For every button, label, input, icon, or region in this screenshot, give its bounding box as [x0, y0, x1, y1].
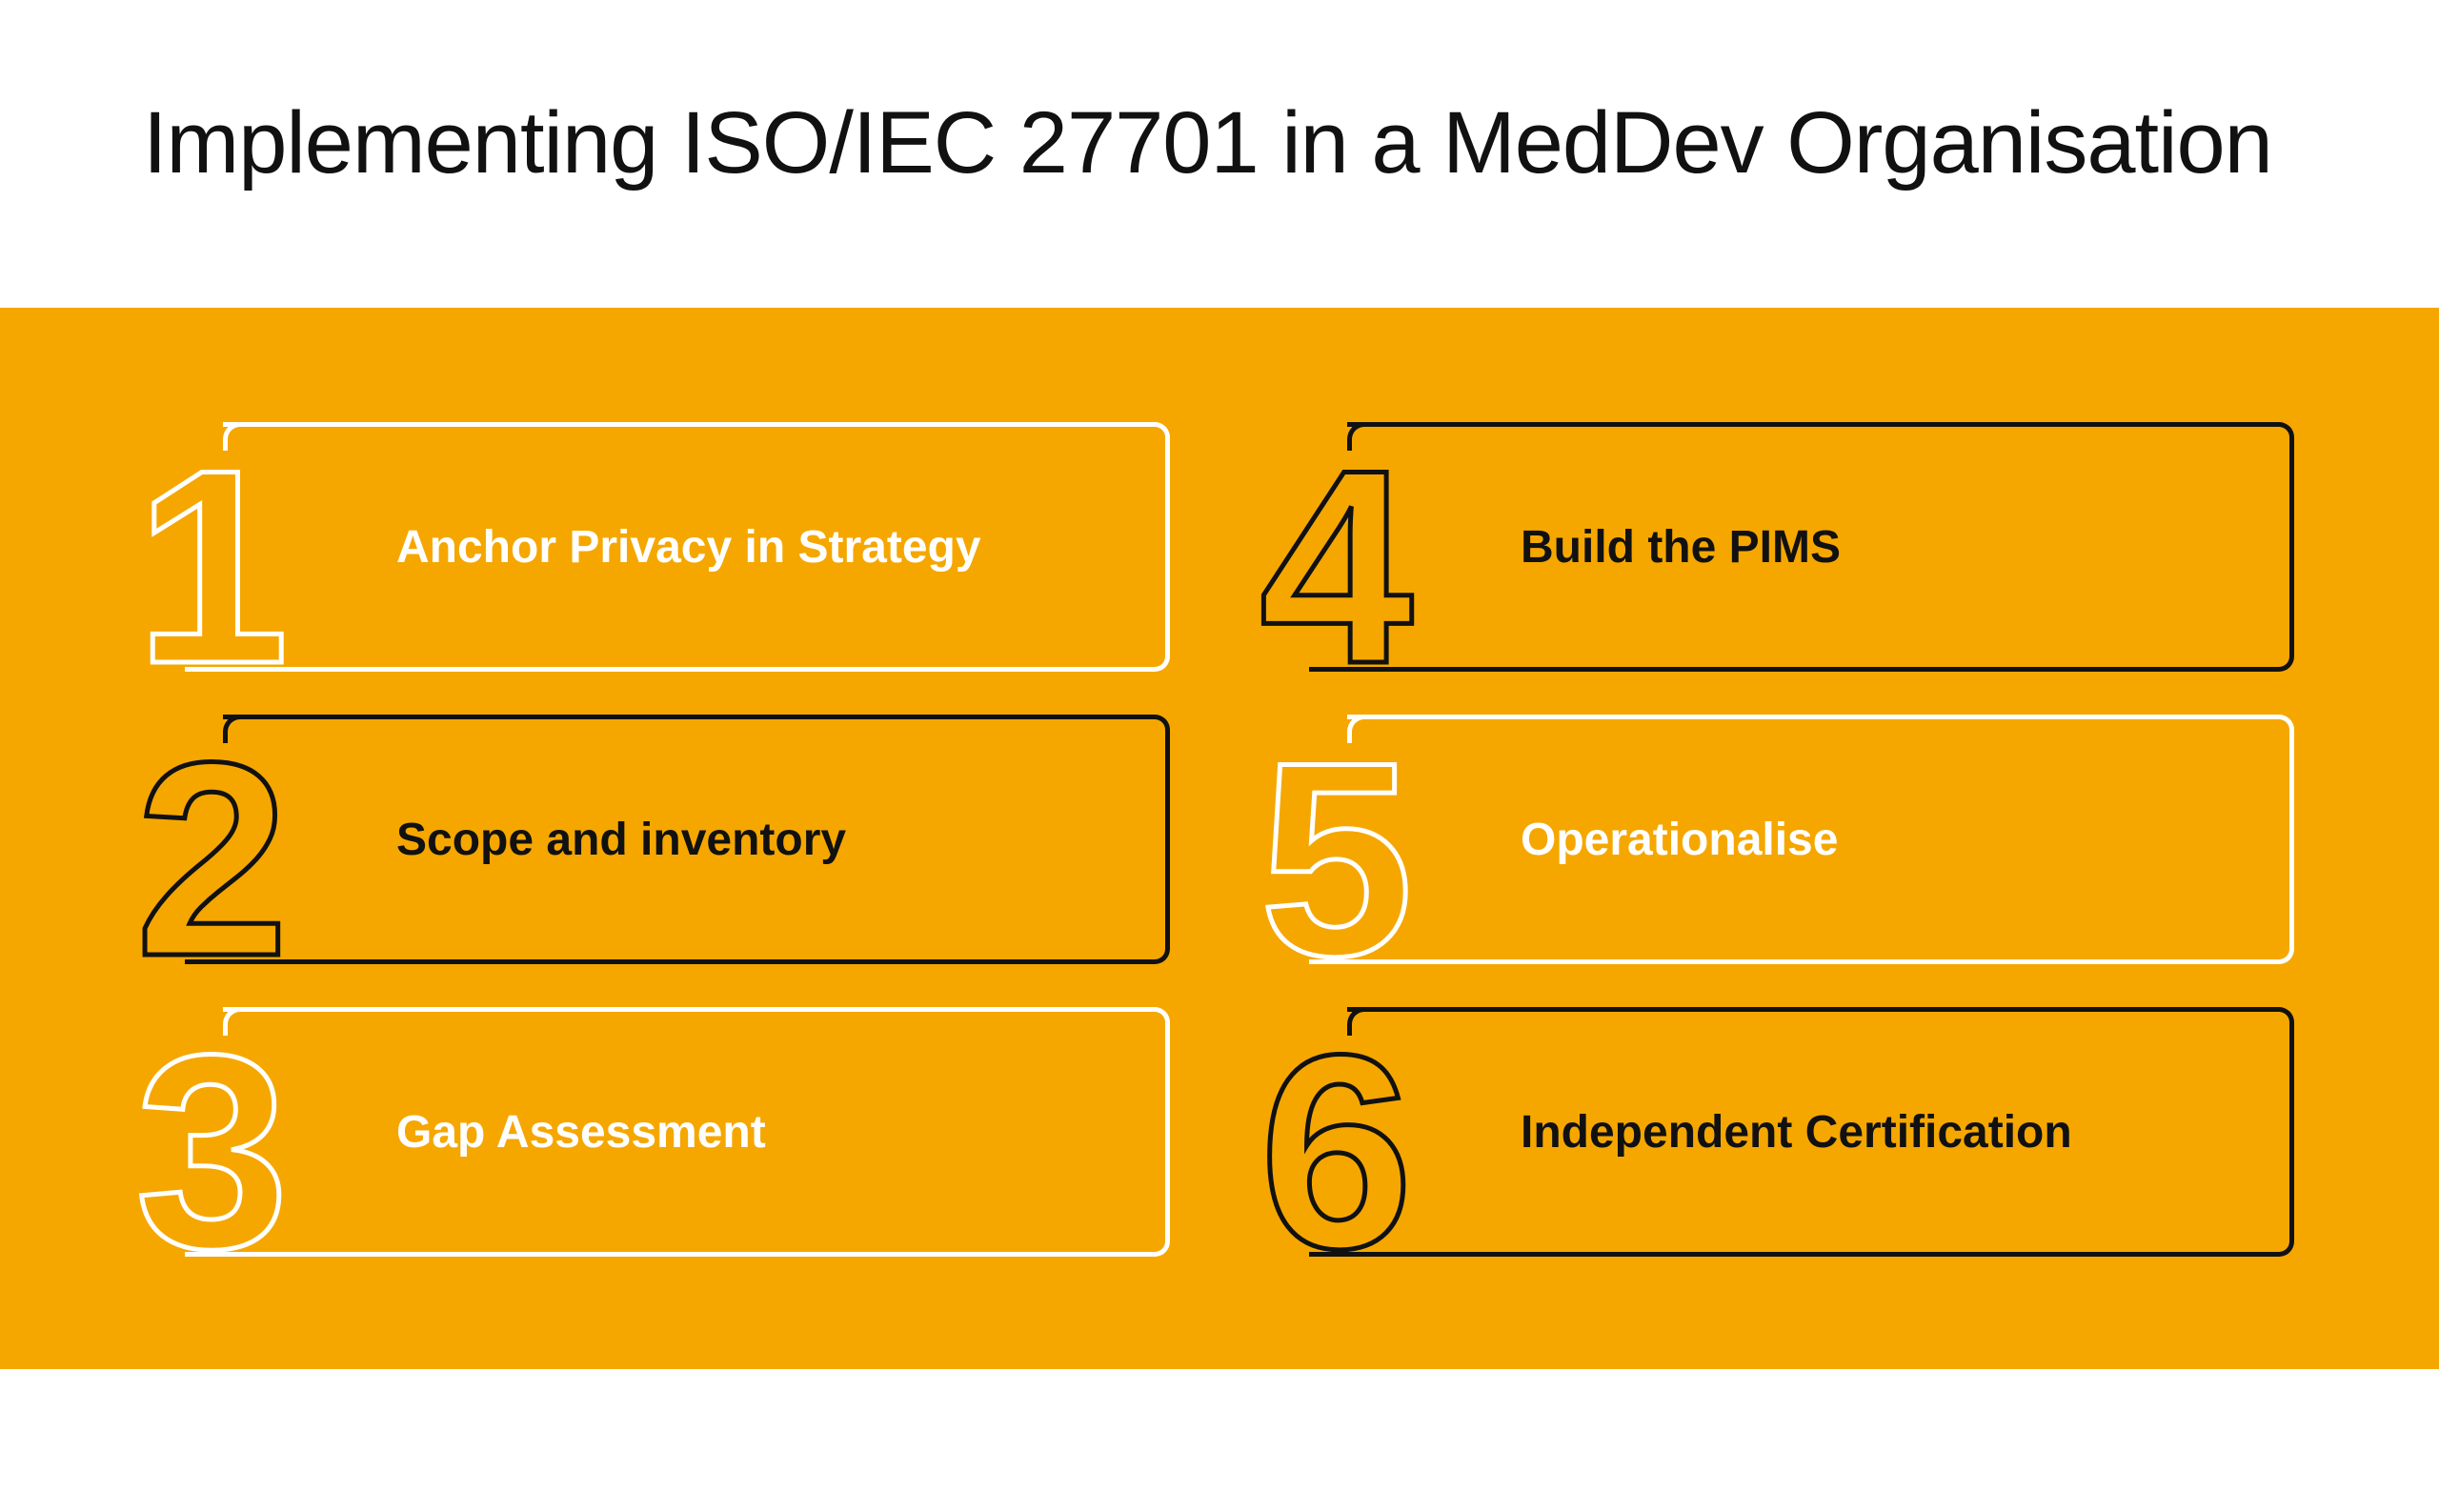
card-outline-ext [185, 959, 242, 964]
svg-text:1: 1 [135, 413, 289, 721]
step-card-2: 2 Scope and inventory [133, 703, 1170, 1017]
svg-text:6: 6 [1260, 998, 1413, 1306]
step-card-3: 3 Gap Assessment [133, 996, 1170, 1309]
card-hook [223, 715, 246, 743]
card-outline-ext [1309, 667, 1366, 672]
step-card-5: 5 Operationalise [1258, 703, 2294, 1017]
card-outline [1347, 1007, 2294, 1257]
step-number-1: 1 [133, 411, 292, 724]
page-title: Implementing ISO/IEC 27701 in a MedDev O… [143, 94, 2273, 192]
card-hook [1347, 1007, 1370, 1036]
step-label-1: Anchor Privacy in Strategy [396, 521, 981, 573]
step-card-1: 1 Anchor Privacy in Strategy [133, 411, 1170, 724]
card-outline [223, 422, 1170, 672]
step-number-4: 4 [1258, 411, 1418, 724]
step-number-5: 5 [1258, 703, 1416, 1017]
card-hook [223, 422, 246, 451]
card-outline-ext [185, 667, 242, 672]
step-number-3: 3 [133, 996, 292, 1309]
step-label-2: Scope and inventory [396, 814, 847, 865]
steps-band [0, 308, 2439, 1369]
card-outline-ext [1309, 959, 1366, 964]
card-outline [1347, 422, 2294, 672]
step-number-6: 6 [1258, 996, 1416, 1309]
svg-text:2: 2 [135, 705, 289, 1014]
step-card-6: 6 Independent Certification [1258, 996, 2294, 1309]
card-hook [1347, 422, 1370, 451]
card-outline [223, 715, 1170, 964]
card-hook [1347, 715, 1370, 743]
card-outline-ext [1309, 1252, 1366, 1257]
svg-text:3: 3 [135, 998, 289, 1306]
svg-text:5: 5 [1260, 705, 1413, 1014]
card-outline-ext [185, 1252, 242, 1257]
step-label-3: Gap Assessment [396, 1106, 766, 1158]
card-hook [223, 1007, 246, 1036]
card-outline [1347, 715, 2294, 964]
step-label-6: Independent Certification [1521, 1106, 2072, 1158]
svg-text:4: 4 [1260, 413, 1415, 721]
step-label-5: Operationalise [1521, 814, 1839, 865]
step-number-2: 2 [133, 703, 292, 1017]
step-label-4: Build the PIMS [1521, 521, 1841, 573]
card-outline [223, 1007, 1170, 1257]
step-card-4: 4 Build the PIMS [1258, 411, 2294, 724]
